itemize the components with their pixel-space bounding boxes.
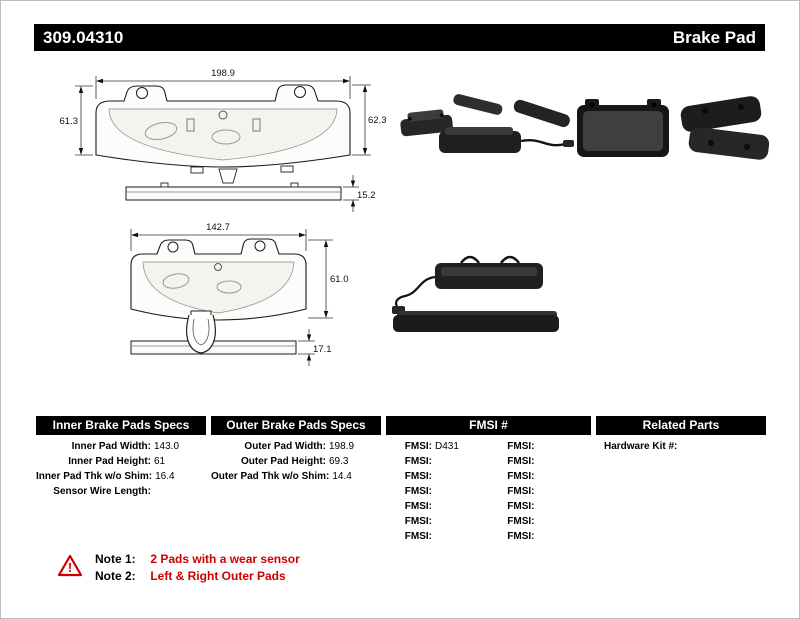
- fmsi-table: FMSI # FMSI: D431 FMSI: FMSI: FMSI:: [386, 416, 591, 544]
- table-row: FMSI:: [507, 471, 535, 482]
- pad-photo-front: [577, 99, 669, 157]
- inner-pad-drawing: 142.7 61.0 17.1: [130, 222, 349, 366]
- note-1: Note 1: 2 Pads with a wear sensor: [95, 552, 300, 566]
- dim-outer-width: 198.9: [211, 68, 235, 79]
- header-bar: 309.04310 Brake Pad: [34, 24, 765, 51]
- dim-inner-thickness: 17.1: [313, 344, 332, 355]
- outer-specs-table: Outer Brake Pads Specs Outer Pad Width: …: [211, 416, 381, 484]
- table-row: Inner Pad Thk w/o Shim: 16.4: [36, 471, 175, 482]
- dim-inner-width: 142.7: [206, 222, 230, 233]
- pad-photo-with-sensor: [439, 127, 574, 153]
- table-row: FMSI:: [507, 531, 535, 542]
- dim-outer-thickness: 15.2: [357, 190, 376, 201]
- pad-photo-angled: [513, 99, 570, 128]
- page-title: Brake Pad: [672, 27, 756, 47]
- outer-pad-side-view: [125, 186, 342, 201]
- dim-outer-height-right: 62.3: [368, 115, 387, 126]
- table-row: FMSI:: [404, 486, 432, 497]
- related-parts-table: Related Parts Hardware Kit #:: [596, 416, 766, 454]
- table-row: FMSI: D431: [404, 441, 459, 452]
- pad-photos-top: [400, 94, 770, 160]
- table-row: Hardware Kit #:: [604, 441, 678, 452]
- fmsi-col-1: FMSI: D431 FMSI: FMSI: FMSI: FMSI:: [386, 439, 489, 544]
- dim-inner-height: 61.0: [330, 274, 349, 285]
- table-row: FMSI:: [507, 441, 535, 452]
- pad-photo-thin: [453, 94, 503, 115]
- table-row: FMSI:: [404, 501, 432, 512]
- pad-photo-small-clip: [400, 109, 453, 137]
- fmsi-col-2: FMSI: FMSI: FMSI: FMSI: FMSI:: [489, 439, 592, 544]
- pad-photos-middle: [392, 255, 559, 332]
- pad-photo-back-pair: [680, 96, 770, 160]
- table-row: FMSI:: [507, 516, 535, 527]
- table-row: Outer Pad Width: 198.9: [244, 441, 355, 452]
- pad-photo-sensor-pad: [392, 255, 543, 314]
- table-row: FMSI:: [404, 456, 432, 467]
- table-row: Outer Pad Thk w/o Shim: 14.4: [211, 471, 352, 482]
- table-row: FMSI:: [404, 516, 432, 527]
- table-row: FMSI:: [507, 486, 535, 497]
- table-row: FMSI:: [507, 456, 535, 467]
- table-row: FMSI:: [404, 471, 432, 482]
- svg-text:!: !: [68, 560, 72, 575]
- table-row: FMSI:: [404, 531, 432, 542]
- part-number: 309.04310: [43, 27, 124, 47]
- table-row: Inner Pad Height: 61: [68, 456, 166, 467]
- table-row: FMSI:: [507, 501, 535, 512]
- warning-icon: !: [57, 554, 83, 577]
- outer-pad-drawing: 198.9 61.3 62.3: [60, 68, 387, 212]
- outer-specs-header: Outer Brake Pads Specs: [211, 416, 381, 435]
- wear-sensor-clip: [186, 314, 216, 354]
- table-row: Inner Pad Width: 143.0: [71, 441, 180, 452]
- dim-outer-height-left: 61.3: [60, 116, 79, 127]
- note-2: Note 2: Left & Right Outer Pads: [95, 569, 286, 583]
- table-row: Sensor Wire Length:: [53, 486, 151, 497]
- table-row: Outer Pad Height: 69.3: [240, 456, 349, 467]
- inner-specs-header: Inner Brake Pads Specs: [36, 416, 206, 435]
- inner-specs-table: Inner Brake Pads Specs Inner Pad Width: …: [36, 416, 206, 499]
- fmsi-header: FMSI #: [386, 416, 591, 435]
- related-parts-header: Related Parts: [596, 416, 766, 435]
- pad-photo-long: [393, 311, 559, 332]
